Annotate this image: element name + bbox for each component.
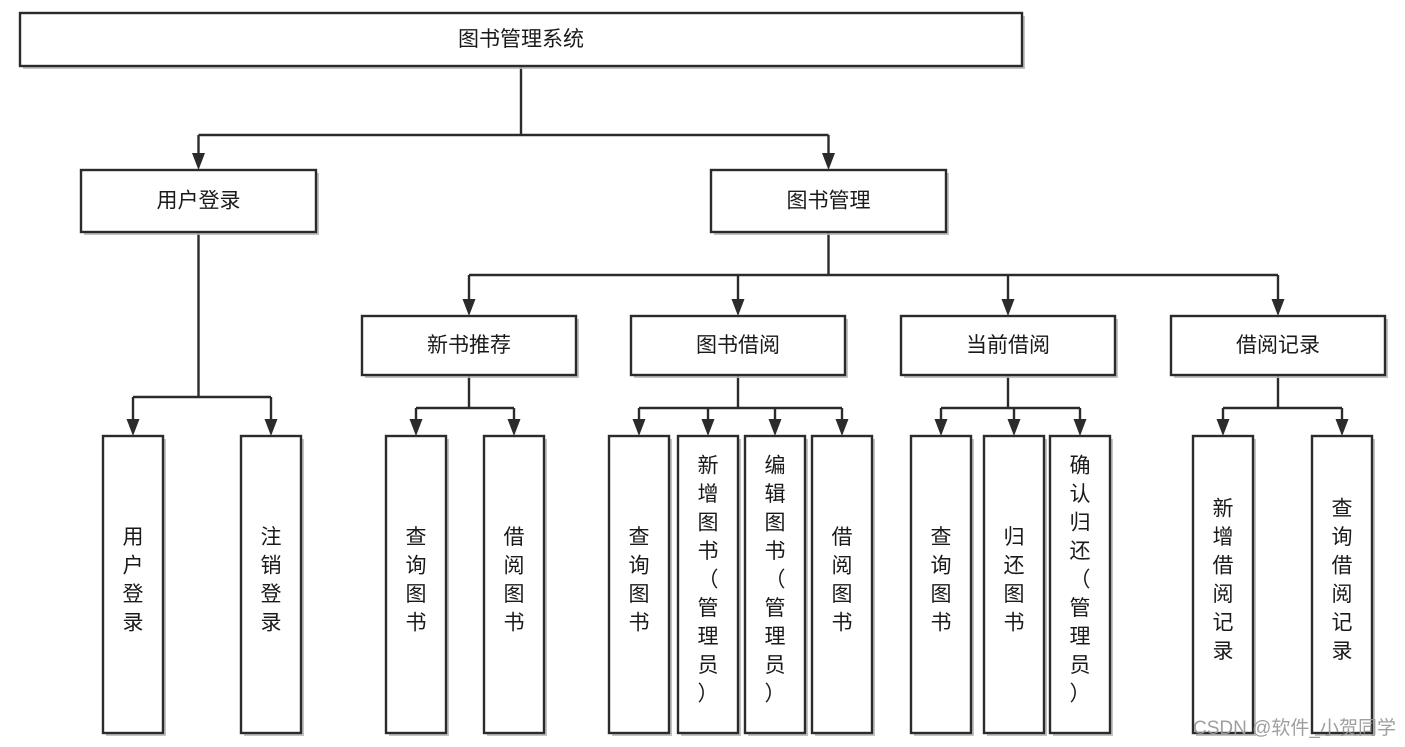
- arrow-head-icon: [1001, 299, 1015, 316]
- arrow-head-icon: [1073, 419, 1087, 436]
- node-box[interactable]: [982, 434, 1046, 735]
- node-box[interactable]: [482, 434, 546, 735]
- arrow-head-icon: [462, 299, 476, 316]
- node-label: 查询图书: [629, 526, 650, 635]
- node-label: 当前借阅: [966, 334, 1050, 357]
- node-label: 查询图书: [406, 526, 427, 635]
- node-book-manage[interactable]: 图书管理: [709, 168, 949, 235]
- node-label: 图书借阅: [696, 334, 780, 357]
- node-label: 借阅记录: [1236, 334, 1320, 357]
- node-leaf-query-record[interactable]: 查询借阅记录: [1310, 434, 1375, 736]
- node-label: 借阅图书: [832, 526, 853, 635]
- node-current-borrow[interactable]: 当前借阅: [899, 314, 1118, 378]
- csdn-watermark: CSDN @软件_小贺同学: [1193, 717, 1396, 739]
- node-leaf-borrow-book-1[interactable]: 借阅图书: [482, 434, 547, 736]
- connector-group-new-book-recommend: [409, 375, 521, 436]
- node-box[interactable]: [1048, 434, 1112, 735]
- node-box[interactable]: [79, 168, 318, 234]
- node-box[interactable]: [629, 314, 847, 377]
- arrow-head-icon: [192, 153, 205, 170]
- node-label: 新书推荐: [427, 334, 511, 357]
- node-label: 图书管理: [787, 190, 871, 213]
- node-leaf-query-book-3[interactable]: 查询图书: [909, 434, 974, 736]
- node-box[interactable]: [1191, 434, 1255, 735]
- node-box[interactable]: [101, 434, 165, 735]
- node-leaf-query-book-2[interactable]: 查询图书: [607, 434, 672, 736]
- node-box[interactable]: [1310, 434, 1374, 735]
- node-borrow-record[interactable]: 借阅记录: [1169, 314, 1388, 378]
- node-leaf-logout[interactable]: 注销登录: [239, 434, 304, 736]
- node-box[interactable]: [676, 434, 740, 735]
- arrow-head-icon: [264, 419, 278, 436]
- node-leaf-user-login[interactable]: 用户登录: [101, 434, 166, 736]
- node-book-borrow[interactable]: 图书借阅: [629, 314, 848, 378]
- node-box[interactable]: [607, 434, 671, 735]
- node-box[interactable]: [384, 434, 448, 735]
- node-label: 编辑图书（管理员）: [765, 455, 786, 706]
- node-label: 新增借阅记录: [1213, 497, 1234, 663]
- node-label: 查询借阅记录: [1332, 497, 1353, 663]
- connector-layer: [126, 66, 1349, 436]
- node-box[interactable]: [743, 434, 807, 735]
- node-leaf-edit-book[interactable]: 编辑图书（管理员）: [743, 434, 808, 736]
- arrow-head-icon: [1007, 419, 1021, 436]
- connector-group-root: [192, 66, 835, 170]
- node-label: 新增图书（管理员）: [698, 455, 719, 706]
- node-box[interactable]: [239, 434, 303, 735]
- node-leaf-query-book-1[interactable]: 查询图书: [384, 434, 449, 736]
- node-box[interactable]: [1169, 314, 1387, 377]
- node-root[interactable]: 图书管理系统: [18, 11, 1025, 69]
- node-box[interactable]: [810, 434, 874, 735]
- arrow-head-icon: [822, 153, 835, 170]
- node-label: 图书管理系统: [458, 28, 584, 51]
- node-box[interactable]: [909, 434, 973, 735]
- arrow-head-icon: [701, 419, 715, 436]
- connector-group-borrow-record: [1216, 375, 1349, 436]
- connector-group-user-login: [126, 232, 278, 436]
- arrow-head-icon: [126, 419, 140, 436]
- node-label: 查询图书: [931, 526, 952, 635]
- arrow-head-icon: [731, 299, 745, 316]
- node-leaf-return-book[interactable]: 归还图书: [982, 434, 1047, 736]
- node-label: 注销登录: [261, 526, 282, 635]
- node-new-book-recommend[interactable]: 新书推荐: [360, 314, 579, 378]
- connector-group-current-borrow: [934, 375, 1087, 436]
- arrow-head-icon: [632, 419, 646, 436]
- node-label: 借阅图书: [504, 526, 525, 635]
- node-leaf-confirm-return[interactable]: 确认归还（管理员）: [1048, 434, 1113, 736]
- arrow-head-icon: [507, 419, 521, 436]
- arrow-head-icon: [1335, 419, 1349, 436]
- node-user-login[interactable]: 用户登录: [79, 168, 319, 235]
- arrow-head-icon: [1216, 419, 1230, 436]
- arrow-head-icon: [768, 419, 782, 436]
- node-box[interactable]: [18, 11, 1024, 68]
- connector-group-book-manage: [462, 232, 1285, 316]
- node-leaf-add-book[interactable]: 新增图书（管理员）: [676, 434, 741, 736]
- node-box[interactable]: [709, 168, 948, 234]
- node-label: 归还图书: [1004, 526, 1025, 635]
- arrow-head-icon: [1271, 299, 1285, 316]
- node-layer: 图书管理系统用户登录图书管理新书推荐图书借阅当前借阅借阅记录用户登录注销登录查询…: [18, 11, 1388, 736]
- node-label: 用户登录: [157, 190, 241, 213]
- node-leaf-add-record[interactable]: 新增借阅记录: [1191, 434, 1256, 736]
- node-box[interactable]: [360, 314, 578, 377]
- arrow-head-icon: [934, 419, 948, 436]
- node-box[interactable]: [899, 314, 1117, 377]
- node-leaf-borrow-book-2[interactable]: 借阅图书: [810, 434, 875, 736]
- connector-group-book-borrow: [632, 375, 849, 436]
- arrow-head-icon: [409, 419, 423, 436]
- node-label: 确认归还（管理员）: [1070, 455, 1091, 706]
- arrow-head-icon: [835, 419, 849, 436]
- node-label: 用户登录: [123, 526, 144, 635]
